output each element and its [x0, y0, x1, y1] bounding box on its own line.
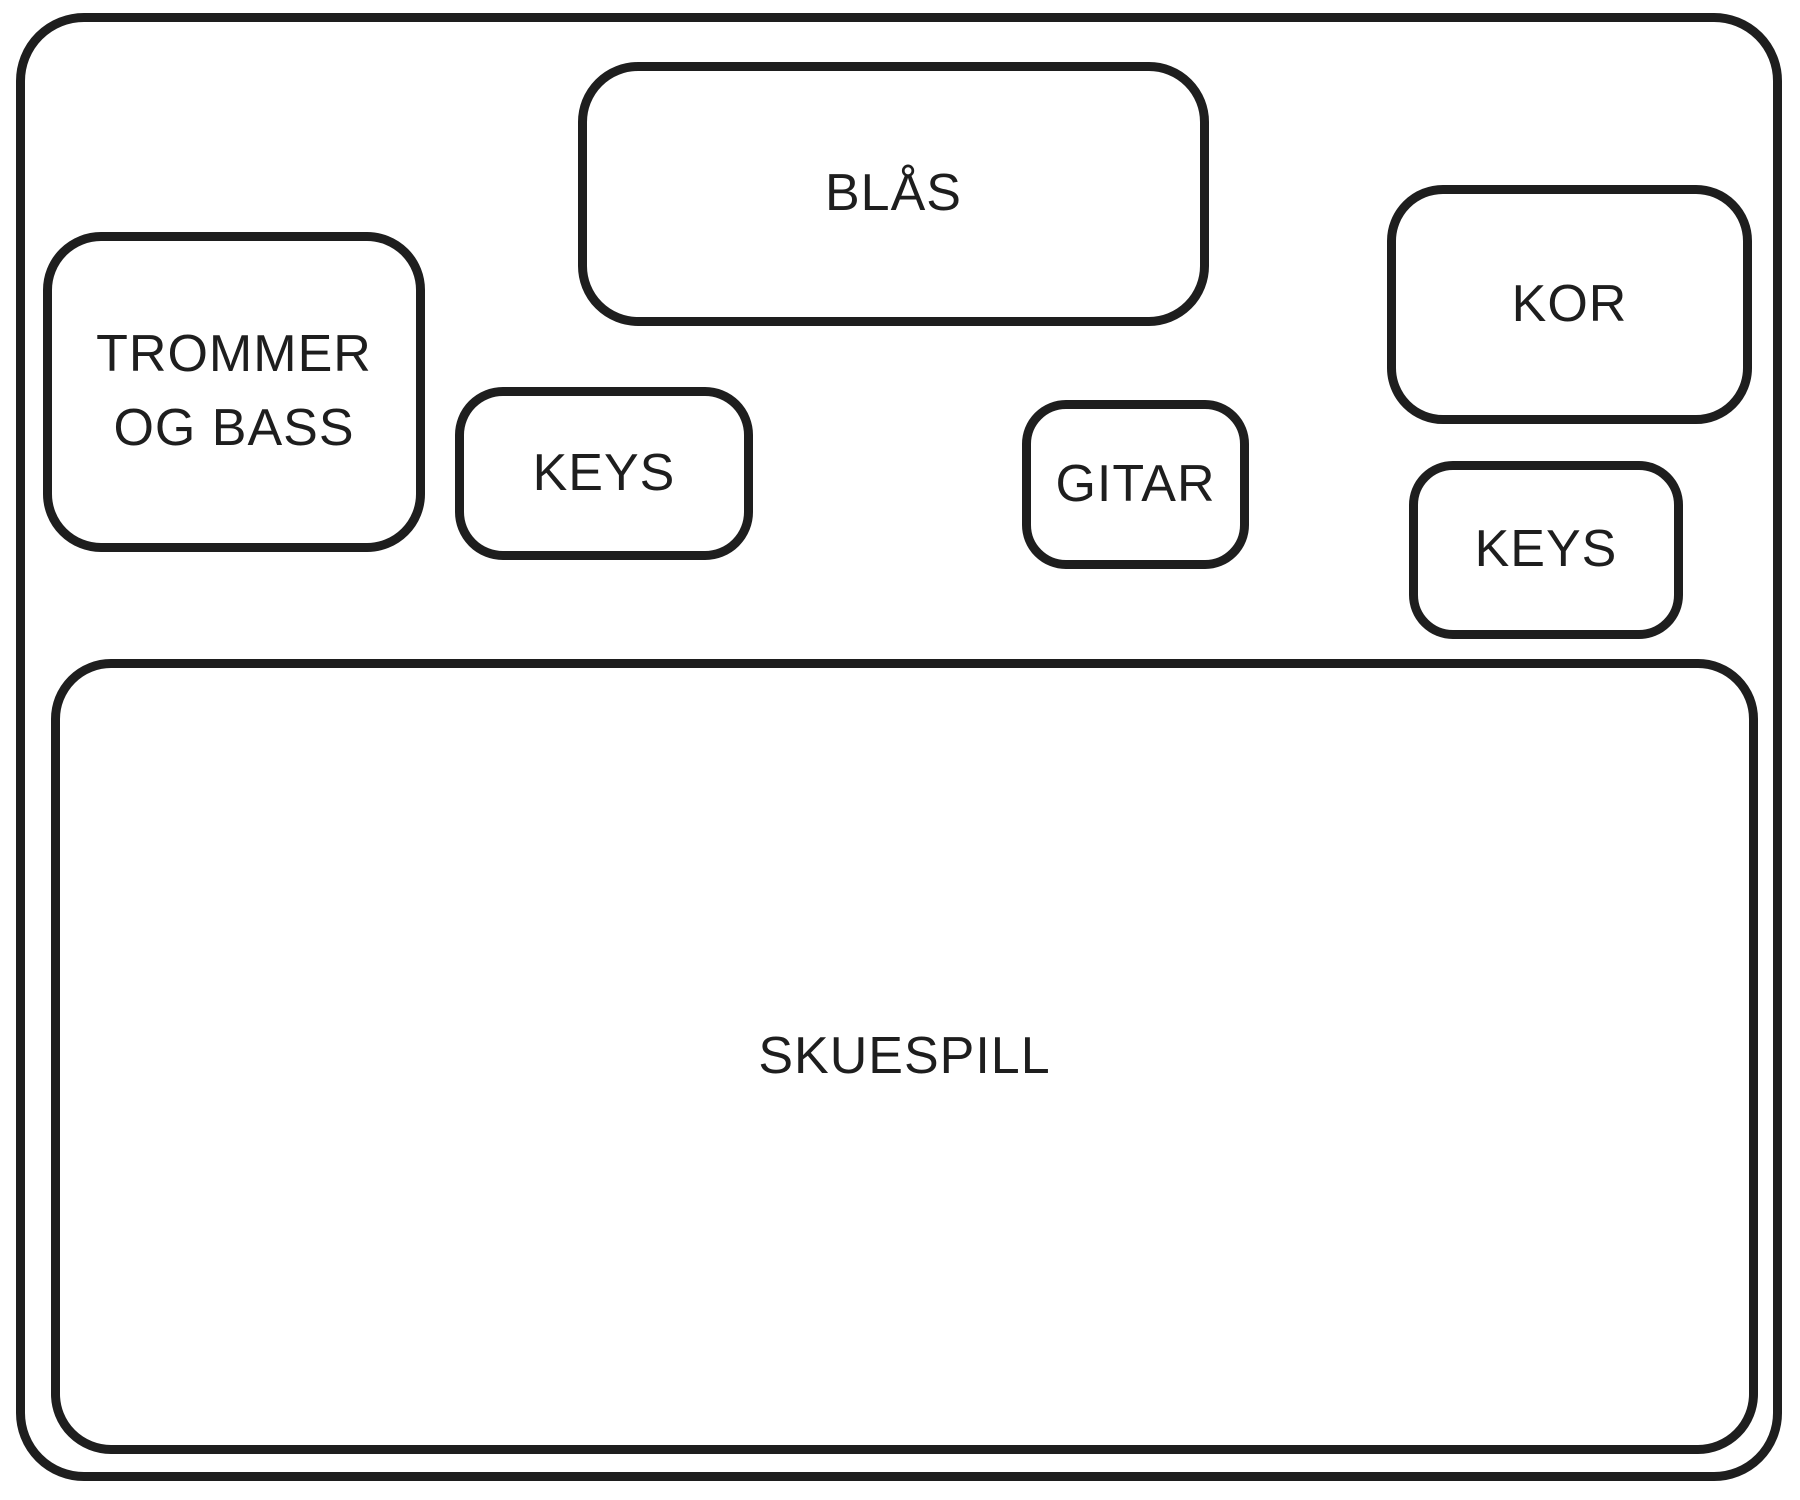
- box-label: KEYS: [532, 443, 676, 502]
- box-keys-right: KEYS: [1409, 461, 1683, 639]
- box-label: KEYS: [1474, 520, 1618, 579]
- box-gitar: GITAR: [1022, 400, 1249, 569]
- box-label: TROMMER OG BASS: [96, 325, 372, 457]
- box-skuespill: SKUESPILL: [51, 659, 1758, 1454]
- box-trommer-og-bass: TROMMER OG BASS: [43, 232, 425, 552]
- box-blas: BLÅS: [578, 62, 1209, 326]
- box-label: GITAR: [1055, 454, 1216, 513]
- box-kor: KOR: [1387, 185, 1752, 424]
- box-label: KOR: [1511, 274, 1628, 333]
- box-label: BLÅS: [825, 164, 962, 223]
- box-label: SKUESPILL: [758, 1026, 1051, 1085]
- box-keys-left: KEYS: [455, 387, 753, 560]
